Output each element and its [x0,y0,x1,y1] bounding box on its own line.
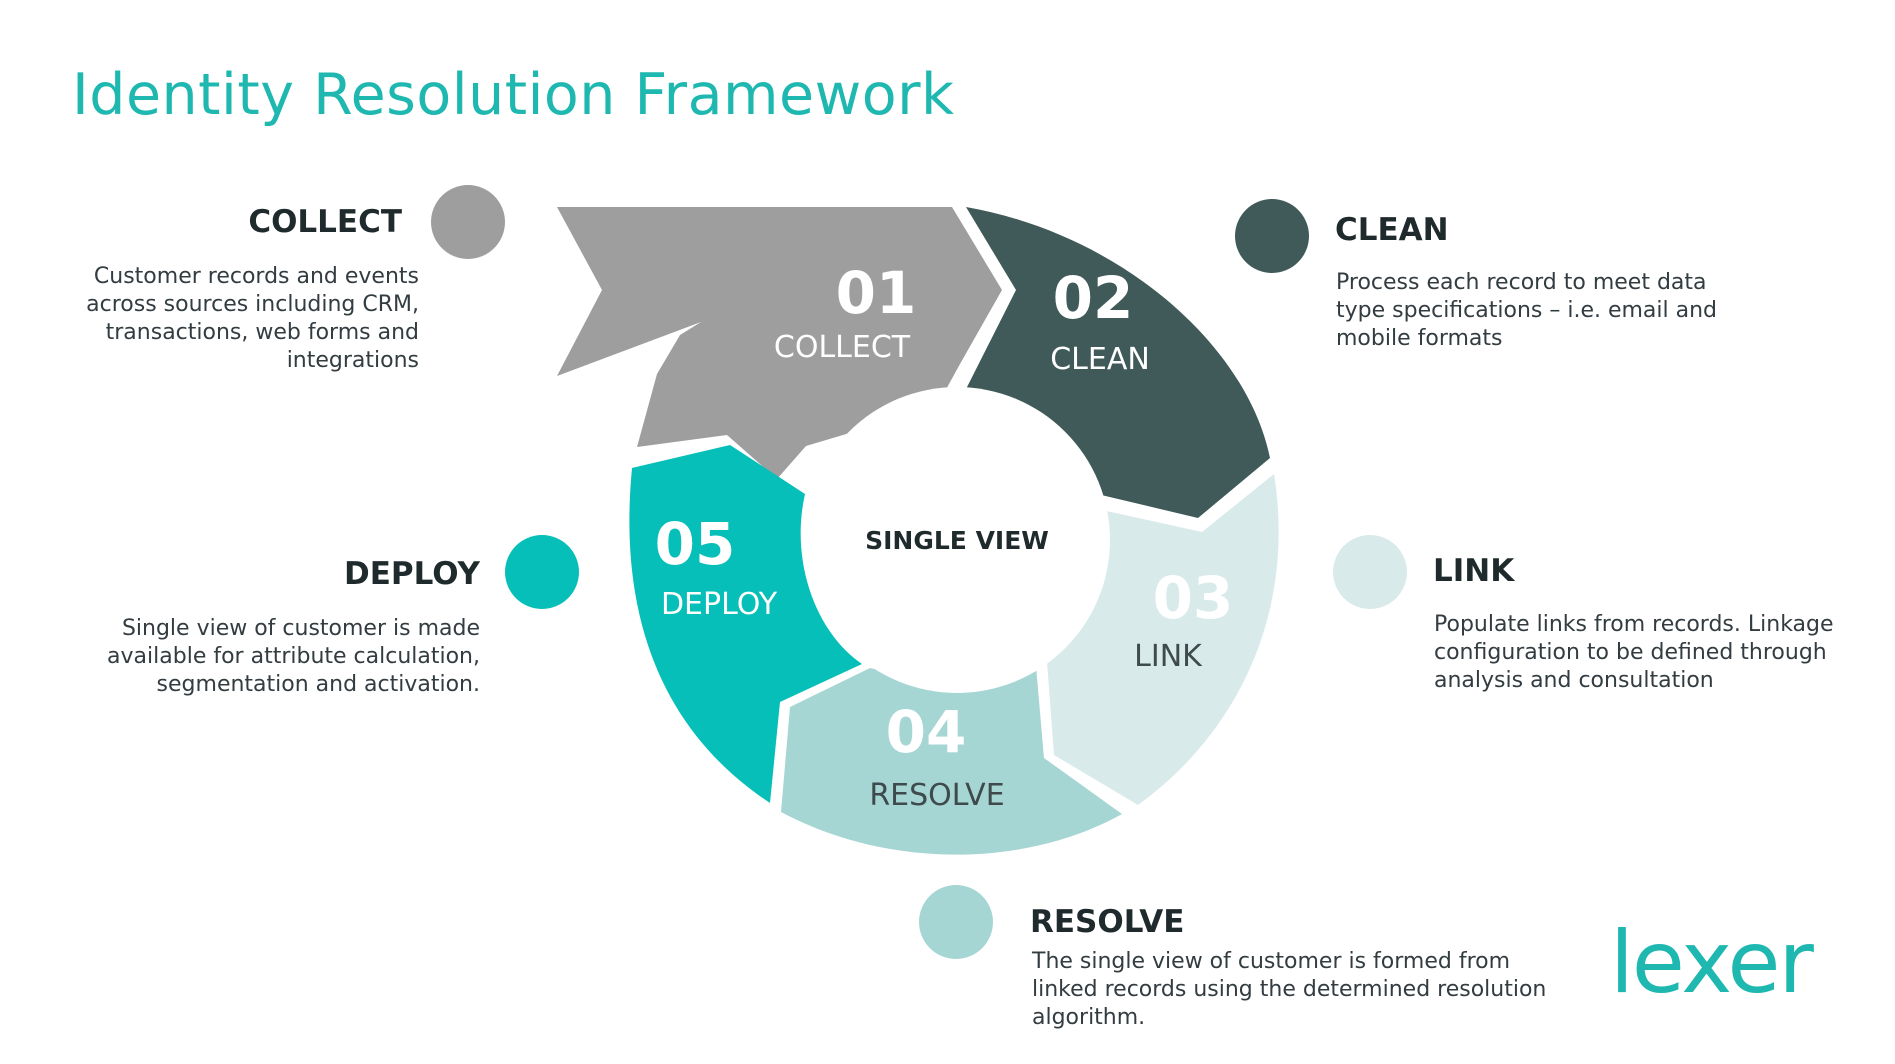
segment-number-04: 04 [886,698,967,766]
collect-heading: COLLECT [248,204,402,240]
segment-resolve [781,666,1122,855]
deploy-marker-dot [505,535,579,609]
deploy-heading: DEPLOY [344,556,480,592]
lexer-logo: lexer [1610,922,1816,1006]
lexer-logo-text: lexer [1610,922,1814,1006]
deploy-description: Single view of customer is made availabl… [107,616,480,697]
segment-number-01: 01 [836,259,917,327]
segment-label-04: RESOLVE [869,778,1004,813]
resolve-description: The single view of customer is formed fr… [1032,949,1547,1030]
collect-description: Customer records and events across sourc… [86,264,419,373]
link-description: Populate links from records. Linkage con… [1434,612,1834,693]
clean-heading: CLEAN [1335,212,1449,248]
segment-number-05: 05 [655,510,736,578]
segment-label-05: DEPLOY [661,587,778,622]
center-circle [804,387,1110,693]
page-title: Identity Resolution Framework [72,62,955,128]
segment-deploy [629,445,862,803]
collect-marker-dot [431,185,505,259]
segment-label-01: COLLECT [774,330,911,365]
resolve-marker-dot [919,885,993,959]
segment-number-03: 03 [1153,564,1234,632]
link-heading: LINK [1433,553,1515,589]
link-marker-dot [1333,535,1407,609]
resolve-heading: RESOLVE [1030,904,1185,940]
segment-clean [962,207,1270,518]
segment-label-02: CLEAN [1050,342,1150,377]
clean-marker-dot [1235,199,1309,273]
segment-label-03: LINK [1134,639,1203,674]
center-label: SINGLE VIEW [865,526,1049,555]
segment-number-02: 02 [1053,264,1134,332]
clean-description: Process each record to meet data type sp… [1336,270,1718,351]
